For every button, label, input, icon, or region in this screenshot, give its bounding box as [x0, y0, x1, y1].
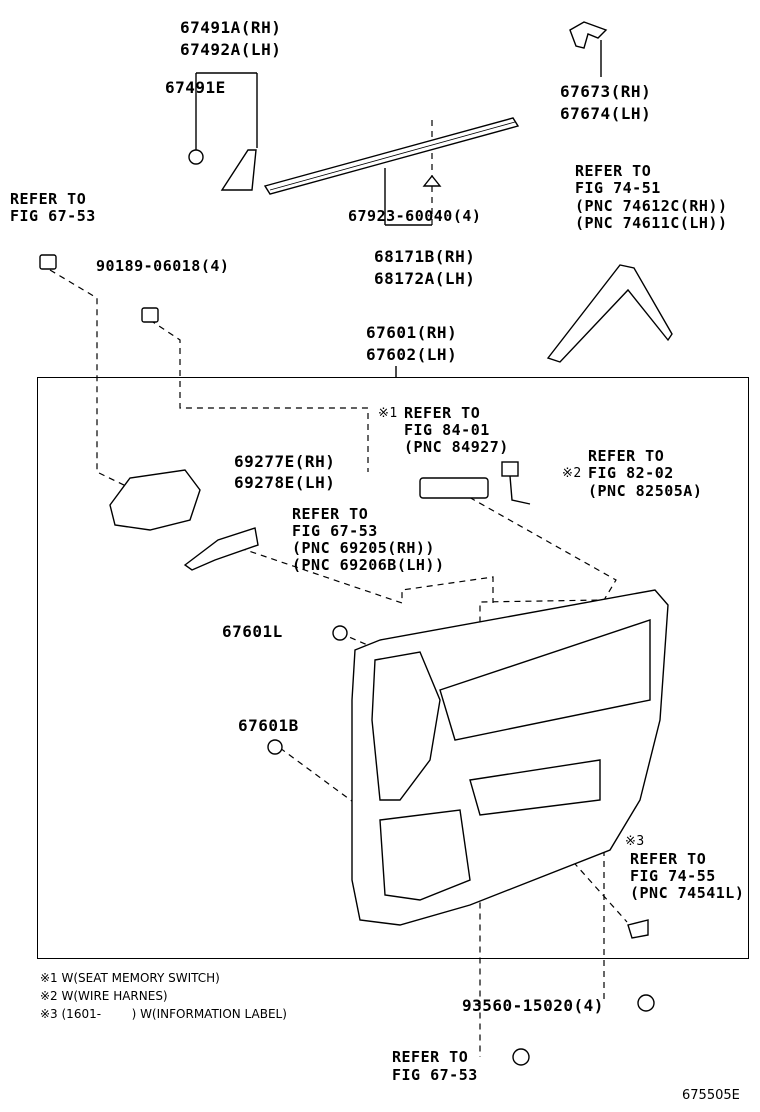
part-number-67923: 67923-60040(4): [348, 207, 482, 225]
refer-82-02-line2: FIG 82-02: [588, 464, 674, 482]
part-number-67601l: 67601L: [222, 622, 283, 641]
dash-clip-left: [49, 269, 131, 489]
diagram-code: 675505E: [682, 1088, 740, 1103]
refer-84-01-line1: REFER TO: [404, 404, 481, 422]
clip-67601l: [332, 625, 348, 641]
wire-connector: [501, 461, 519, 477]
armrest-panel: [546, 264, 673, 363]
part-number-67601b: 67601B: [238, 716, 299, 735]
inside-handle-bezel: [109, 469, 201, 531]
part-number-93560: 93560-15020(4): [462, 996, 604, 1015]
door-trim-board: [351, 589, 669, 926]
door-lower-pocket: [469, 759, 601, 816]
dash-67601b: [279, 747, 468, 887]
refer-74-55-line1: REFER TO: [630, 850, 707, 868]
part-number-90189: 90189-06018(4): [96, 257, 230, 275]
armrest-grip: [371, 651, 441, 801]
inside-handle: [183, 527, 259, 571]
memory-switch: [419, 477, 489, 499]
refer-74-51-line3: (PNC 74612C(RH)): [575, 197, 728, 215]
footnote-2: ※2 W(WIRE HARNES): [40, 989, 168, 1003]
refer-67-53-mid-line2: FIG 67-53: [292, 522, 378, 540]
refer-74-51-line2: FIG 74-51: [575, 179, 661, 197]
clip-67923: [422, 174, 442, 187]
footnote-1: ※1 W(SEAT MEMORY SWITCH): [40, 971, 220, 985]
door-pocket: [379, 809, 471, 901]
part-number-67601: 67601(RH): [366, 323, 458, 342]
note2-marker: ※2: [562, 466, 582, 481]
refer-67-53-top-line1: REFER TO: [10, 190, 87, 208]
clip-left: [39, 254, 57, 270]
refer-74-51-line4: (PNC 74611C(LH)): [575, 214, 728, 232]
refer-82-02-line1: REFER TO: [588, 447, 665, 465]
bracket-67673: [569, 21, 608, 49]
screw-93560: [637, 994, 655, 1012]
refer-82-02-line3: (PNC 82505A): [588, 482, 703, 500]
refer-74-55-line2: FIG 74-55: [630, 867, 716, 885]
dash-handle: [239, 547, 494, 604]
clip-67601b: [267, 739, 283, 755]
dash-label: [499, 779, 628, 923]
refer-67-53-mid-line3: (PNC 69205(RH)): [292, 539, 435, 557]
part-number-67674: 67674(LH): [560, 104, 652, 123]
note1-marker: ※1: [378, 406, 398, 421]
refer-74-55-line3: (PNC 74541L): [630, 884, 745, 902]
part-number-69278e: 69278E(LH): [234, 473, 336, 492]
part-number-67491a: 67491A(RH): [180, 18, 282, 37]
part-number-69277e: 69277E(RH): [234, 452, 336, 471]
corner-cover: [220, 149, 257, 191]
refer-67-53-mid-line4: (PNC 69206B(LH)): [292, 556, 445, 574]
refer-84-01-line3: (PNC 84927): [404, 438, 509, 456]
dash-clip-90189: [149, 319, 369, 472]
door-trim-assembly-frame: [37, 377, 749, 959]
part-number-67673: 67673(RH): [560, 82, 652, 101]
clip-90189: [141, 307, 159, 323]
clip-67491e: [188, 149, 204, 165]
part-number-67492a: 67492A(LH): [180, 40, 282, 59]
refer-67-53-bottom-line2: FIG 67-53: [392, 1066, 478, 1084]
part-number-68171b: 68171B(RH): [374, 247, 476, 266]
screw-bottom: [512, 1048, 530, 1066]
information-label: [627, 919, 649, 939]
wire: [509, 475, 531, 505]
refer-74-51-line1: REFER TO: [575, 162, 652, 180]
refer-67-53-top-line2: FIG 67-53: [10, 207, 96, 225]
refer-84-01-line2: FIG 84-01: [404, 421, 490, 439]
note3-marker: ※3: [625, 834, 645, 849]
armrest-base: [439, 619, 651, 741]
part-number-68172a: 68172A(LH): [374, 269, 476, 288]
footnote-3: ※3 (1601- ) W(INFORMATION LABEL): [40, 1007, 287, 1021]
refer-67-53-bottom-line1: REFER TO: [392, 1048, 469, 1066]
part-number-67602: 67602(LH): [366, 345, 458, 364]
refer-67-53-mid-line1: REFER TO: [292, 505, 369, 523]
part-number-67491e: 67491E: [165, 78, 226, 97]
